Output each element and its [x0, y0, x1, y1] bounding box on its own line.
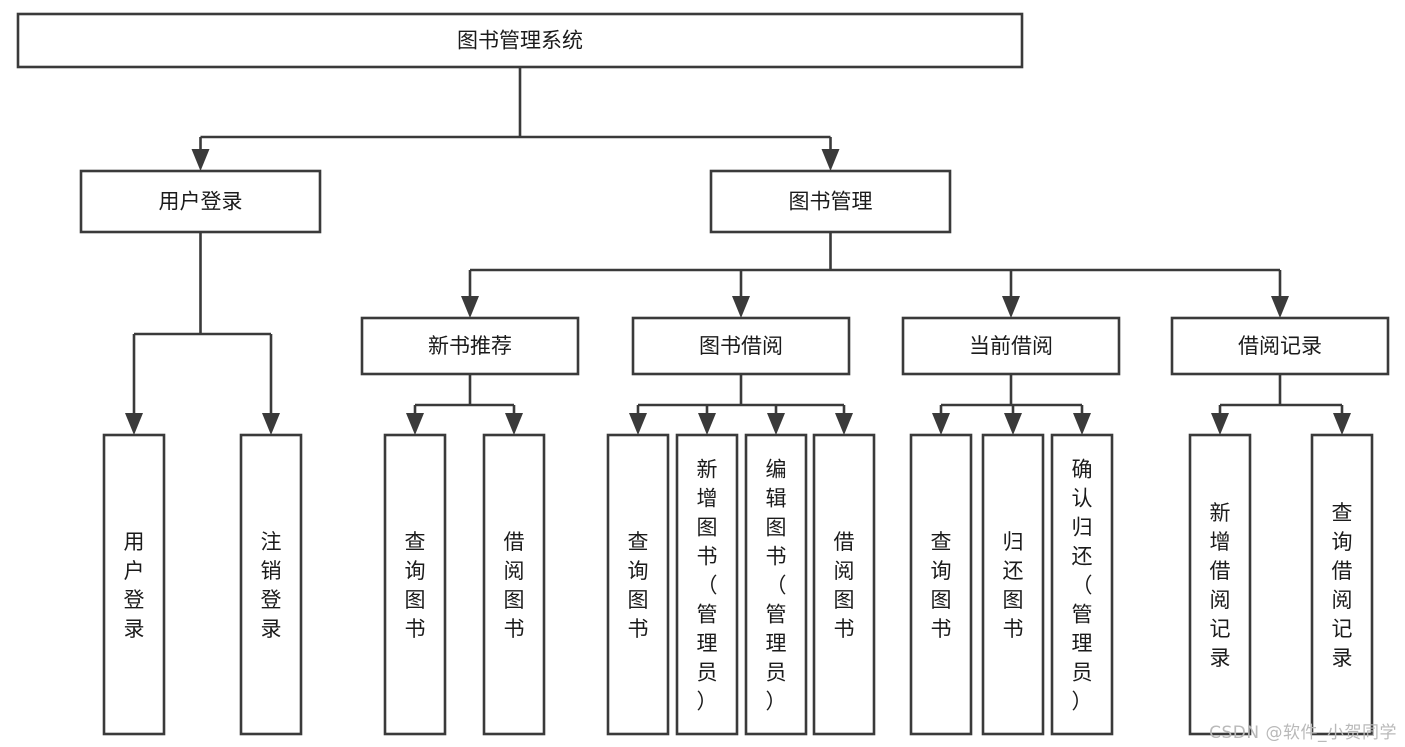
node-user-login[interactable]: 用户登录 — [79, 169, 322, 234]
node-leaf-query-record[interactable]: 查询借阅记录 — [1310, 433, 1374, 736]
node-leaf-confirm-return[interactable]: 确认归还（管理员） — [1050, 433, 1114, 736]
node-layer: 图书管理系统用户登录图书管理新书推荐图书借阅当前借阅借阅记录用户登录注销登录查询… — [16, 12, 1390, 736]
node-label: 查询图书 — [405, 530, 426, 641]
edge-group-book-borrow — [629, 374, 853, 435]
node-leaf-borrow-book-1[interactable]: 借阅图书 — [482, 433, 546, 736]
node-borrow-record[interactable]: 借阅记录 — [1170, 316, 1390, 376]
node-label: 确认归还（管理员） — [1072, 458, 1093, 714]
edge-group-current-borrow — [932, 374, 1091, 435]
node-label: 用户登录 — [124, 530, 145, 641]
node-leaf-query-book-3[interactable]: 查询图书 — [909, 433, 973, 736]
node-label: 注销登录 — [261, 530, 282, 641]
node-leaf-logout[interactable]: 注销登录 — [239, 433, 303, 736]
node-label: 查询借阅记录 — [1332, 501, 1353, 670]
node-label: 借阅记录 — [1238, 334, 1322, 358]
node-leaf-user-login[interactable]: 用户登录 — [102, 433, 166, 736]
node-label: 图书管理 — [789, 190, 873, 214]
node-label: 查询图书 — [628, 530, 649, 641]
node-leaf-return-book[interactable]: 归还图书 — [981, 433, 1045, 736]
node-leaf-edit-book[interactable]: 编辑图书（管理员） — [744, 433, 808, 736]
edge-group-borrow-record — [1211, 374, 1351, 435]
edge-group-user-login — [125, 232, 280, 435]
node-label: 新书推荐 — [428, 334, 512, 358]
node-leaf-borrow-book-2[interactable]: 借阅图书 — [812, 433, 876, 736]
watermark-label: CSDN @软件_小贺同学 — [1209, 723, 1397, 743]
node-label: 图书管理系统 — [457, 29, 583, 53]
node-label: 编辑图书（管理员） — [766, 458, 787, 714]
node-leaf-add-record[interactable]: 新增借阅记录 — [1188, 433, 1252, 736]
node-root[interactable]: 图书管理系统 — [16, 12, 1024, 69]
node-new-book-rec[interactable]: 新书推荐 — [360, 316, 580, 376]
node-label: 借阅图书 — [504, 530, 525, 641]
node-label: 图书借阅 — [699, 334, 783, 358]
node-label: 查询图书 — [931, 530, 952, 641]
connector-layer — [125, 67, 1351, 435]
node-label: 新增图书（管理员） — [697, 458, 718, 714]
node-current-borrow[interactable]: 当前借阅 — [901, 316, 1121, 376]
node-label: 用户登录 — [159, 190, 243, 214]
edge-group-root — [191, 67, 840, 171]
node-leaf-query-book-2[interactable]: 查询图书 — [606, 433, 670, 736]
node-leaf-add-book[interactable]: 新增图书（管理员） — [675, 433, 739, 736]
edge-group-new-book-rec — [406, 374, 523, 435]
node-book-manage[interactable]: 图书管理 — [709, 169, 952, 234]
node-label: 借阅图书 — [834, 530, 855, 641]
node-leaf-query-book-1[interactable]: 查询图书 — [383, 433, 447, 736]
node-label: 当前借阅 — [969, 334, 1053, 358]
node-label: 归还图书 — [1003, 530, 1024, 641]
edge-group-book-manage — [461, 232, 1289, 318]
node-book-borrow[interactable]: 图书借阅 — [631, 316, 851, 376]
node-label: 新增借阅记录 — [1210, 501, 1231, 670]
